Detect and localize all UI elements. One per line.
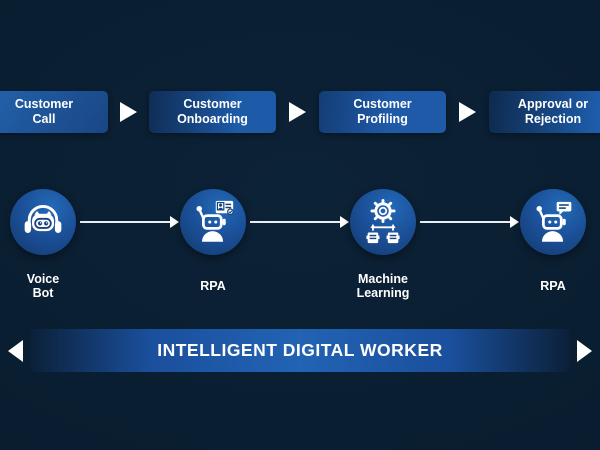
connector-arrow-icon bbox=[170, 216, 179, 228]
worker-label-machine-learning: Machine Learning bbox=[356, 271, 410, 301]
rpa-robot-id-card-icon bbox=[191, 200, 235, 244]
flow-arrow-icon bbox=[459, 102, 476, 122]
connector-line bbox=[80, 221, 170, 223]
step-approval-or-rejection: Approval or Rejection bbox=[489, 91, 600, 133]
machine-learning-icon bbox=[360, 199, 406, 245]
worker-rpa-onboarding bbox=[180, 189, 246, 255]
banner-right-arrow-icon bbox=[577, 340, 592, 362]
worker-label-rpa-2: RPA bbox=[540, 278, 566, 293]
step-customer-onboarding: Customer Onboarding bbox=[149, 91, 276, 133]
worker-rpa-approval bbox=[520, 189, 586, 255]
connector-arrow-icon bbox=[510, 216, 519, 228]
worker-label-rpa-1: RPA bbox=[200, 278, 226, 293]
worker-machine-learning bbox=[350, 189, 416, 255]
step-customer-call: Customer Call bbox=[0, 91, 108, 133]
banner-title: INTELLIGENT DIGITAL WORKER bbox=[157, 340, 443, 360]
step-customer-profiling: Customer Profiling bbox=[319, 91, 446, 133]
connector-line bbox=[420, 221, 510, 223]
worker-label-voice-bot: Voice Bot bbox=[26, 271, 60, 301]
flow-arrow-icon bbox=[120, 102, 137, 122]
banner-left-arrow-icon bbox=[8, 340, 23, 362]
banner-intelligent-digital-worker: INTELLIGENT DIGITAL WORKER bbox=[30, 329, 570, 372]
rpa-robot-chat-icon bbox=[531, 200, 575, 244]
connector-line bbox=[250, 221, 340, 223]
worker-voice-bot bbox=[10, 189, 76, 255]
connector-arrow-icon bbox=[340, 216, 349, 228]
voice-bot-icon bbox=[21, 200, 65, 244]
flow-arrow-icon bbox=[289, 102, 306, 122]
